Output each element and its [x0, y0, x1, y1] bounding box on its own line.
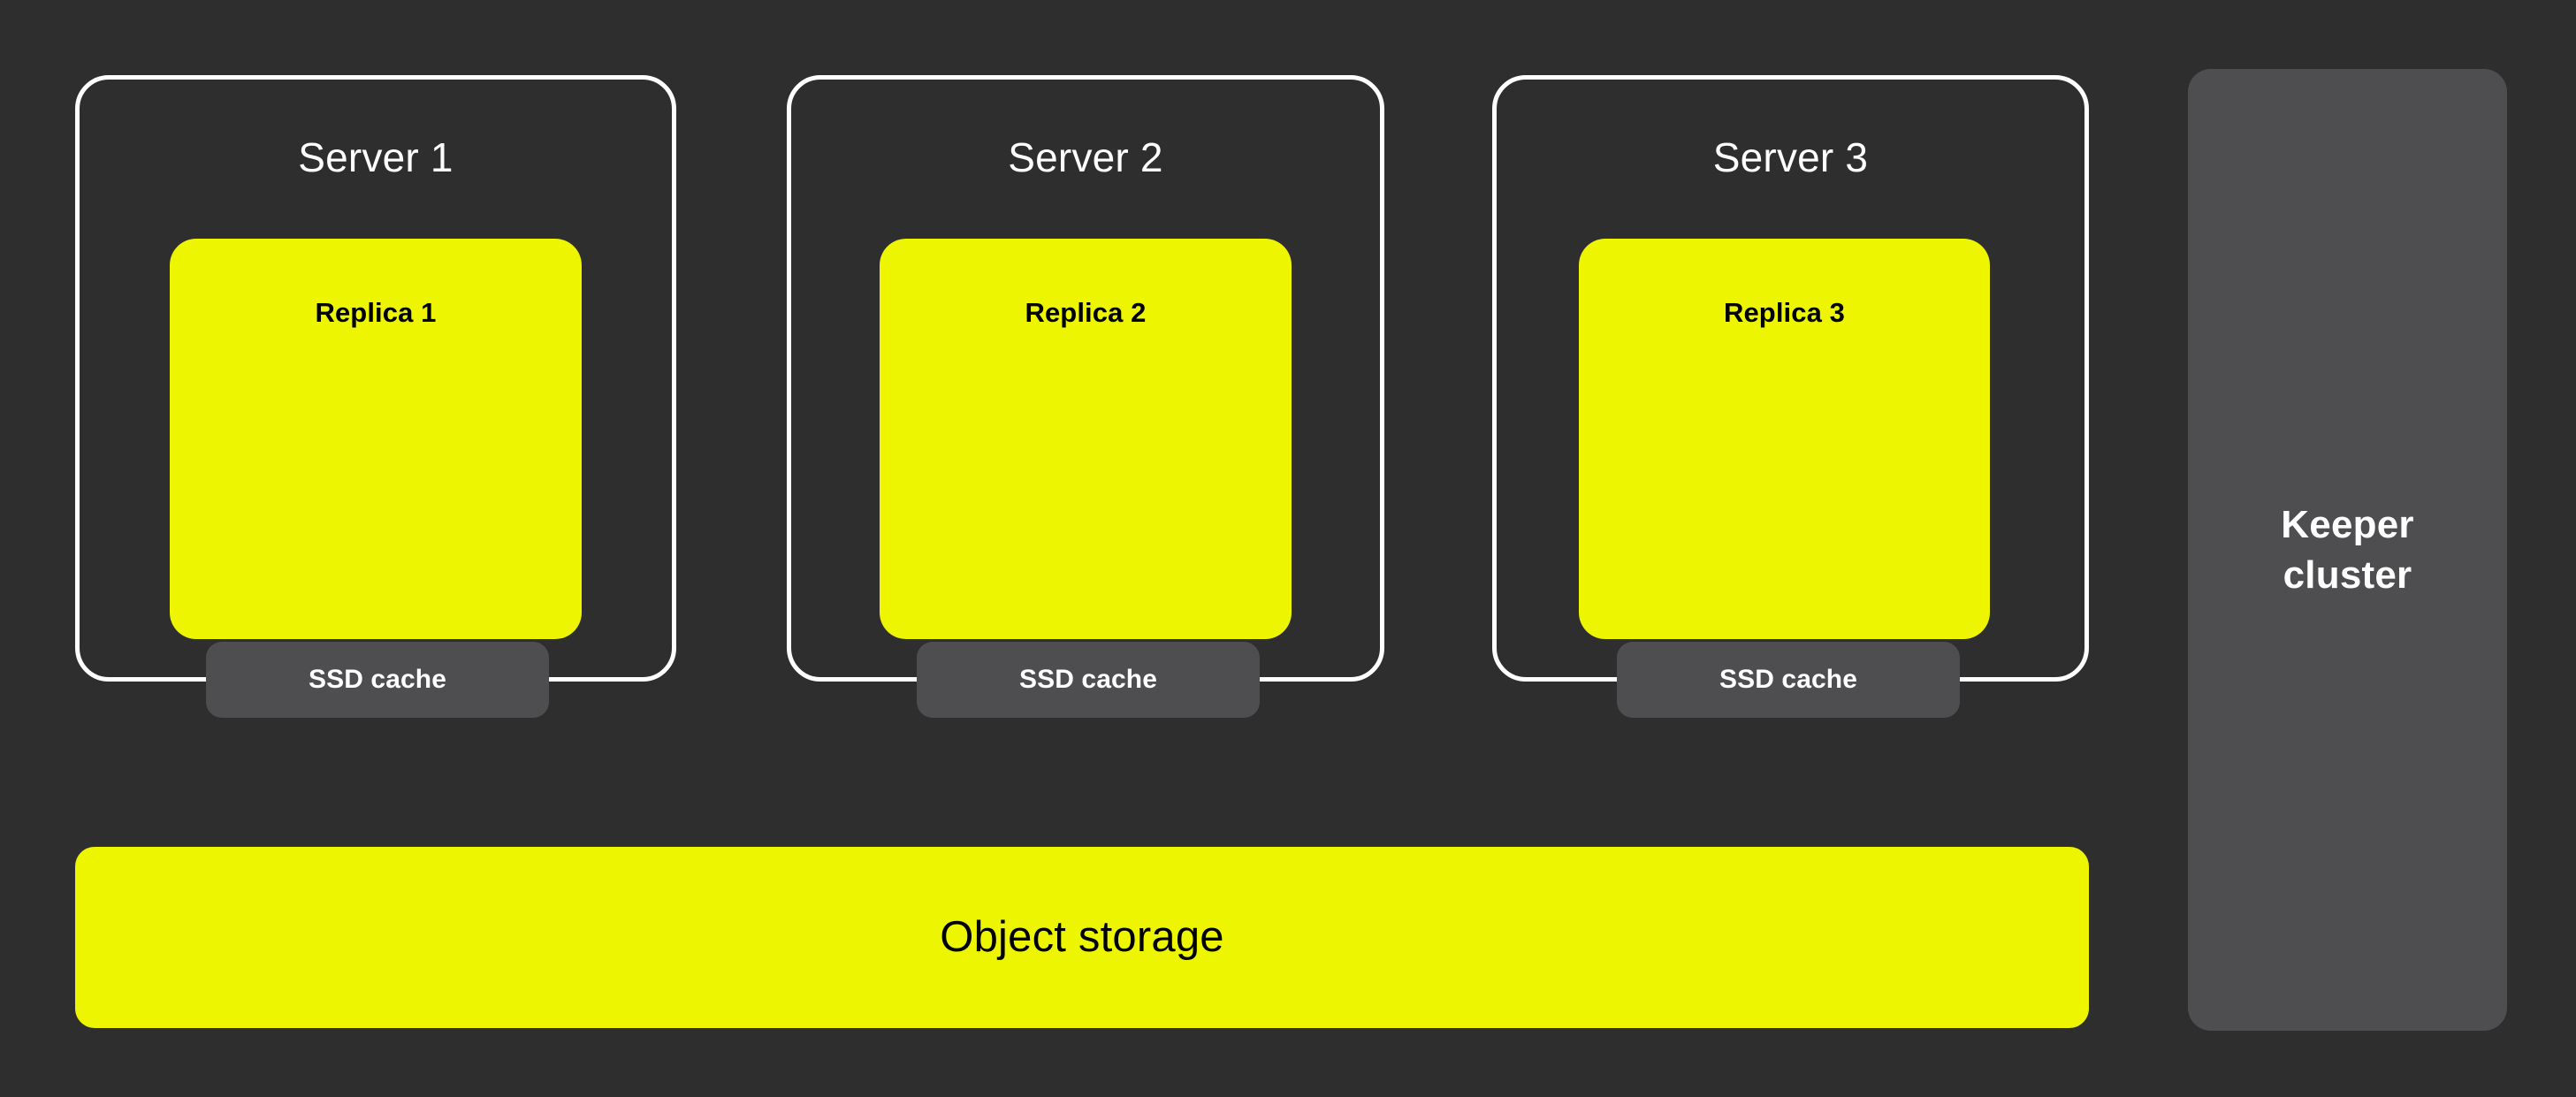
ssd-cache-label-2: SSD cache [1019, 665, 1157, 694]
replica-block-2: Replica 2 [880, 239, 1292, 639]
ssd-cache-label-1: SSD cache [309, 665, 446, 694]
replica-label-3: Replica 3 [1723, 297, 1846, 328]
ssd-cache-2: SSD cache [917, 642, 1260, 718]
ssd-cache-1: SSD cache [206, 642, 549, 718]
replica-label-1: Replica 1 [315, 297, 437, 328]
server-title-3: Server 3 [1712, 134, 1869, 180]
keeper-cluster-label: Keeper cluster [2281, 499, 2413, 600]
object-storage-bar: Object storage [75, 847, 2089, 1028]
server-title-2: Server 2 [1008, 134, 1163, 180]
replica-block-1: Replica 1 [170, 239, 582, 639]
ssd-cache-label-3: SSD cache [1719, 665, 1857, 694]
replica-block-3: Replica 3 [1579, 239, 1990, 639]
keeper-cluster-label-line1: Keeper [2281, 502, 2414, 546]
keeper-cluster-panel: Keeper cluster [2188, 69, 2507, 1031]
replica-label-2: Replica 2 [1025, 297, 1147, 328]
ssd-cache-3: SSD cache [1617, 642, 1960, 718]
keeper-cluster-label-line2: cluster [2283, 553, 2412, 597]
server-title-1: Server 1 [298, 134, 453, 180]
object-storage-label: Object storage [940, 913, 1224, 961]
